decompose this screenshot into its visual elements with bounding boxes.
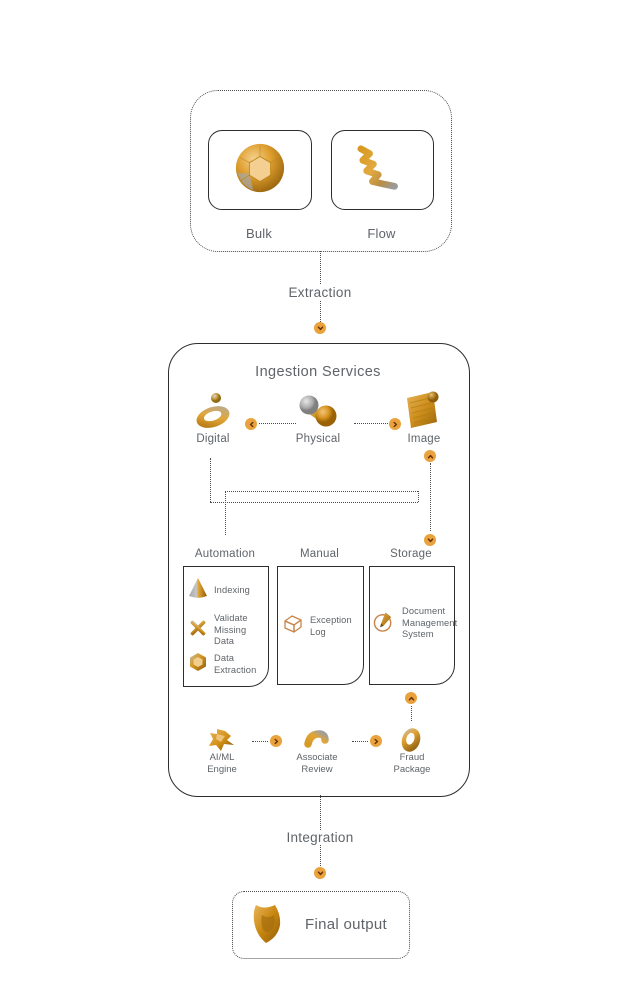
validate-label: Validate Missing Data	[214, 613, 248, 646]
associate-fraud-line	[352, 741, 368, 742]
faceted-sphere-icon	[234, 142, 286, 199]
channel-physical-label: Physical	[295, 433, 341, 445]
hexagon-gem-icon	[188, 652, 208, 677]
automation-down-line	[225, 491, 226, 535]
bulk-card	[208, 130, 312, 210]
arrow-right-icon	[270, 735, 282, 747]
arrow-right-icon	[370, 735, 382, 747]
cross-join-line	[418, 491, 419, 502]
arrow-down-icon	[424, 534, 436, 546]
flow-card	[331, 130, 434, 210]
pencil-circle-icon	[373, 609, 396, 638]
final-output-label: Final output	[305, 916, 387, 933]
integration-label: Integration	[281, 830, 359, 845]
stage-manual-label: Manual	[300, 548, 339, 560]
dms-label: Document Management System	[402, 606, 458, 639]
digital-down-line	[210, 458, 211, 502]
upper-cross-line	[225, 491, 418, 492]
arrow-right-icon	[389, 418, 401, 430]
stage-storage-label: Storage	[390, 548, 432, 560]
data-extraction-item: Data Extraction	[188, 652, 264, 677]
lower-cross-line	[210, 502, 418, 503]
physical-image-line	[354, 423, 388, 424]
exception-log-item: Exception Log	[282, 613, 360, 640]
digital-physical-line	[259, 423, 296, 424]
extraction-label: Extraction	[283, 285, 357, 300]
arrow-down-icon	[314, 867, 326, 879]
crumple-icon	[208, 727, 236, 753]
spheres-icon	[295, 393, 341, 429]
exception-log-label: Exception Log	[310, 615, 352, 637]
associate-review-label: Associate Review	[296, 752, 338, 775]
indexing-item: Indexing	[188, 577, 264, 604]
indexing-label: Indexing	[214, 584, 250, 595]
photo-folder-icon	[402, 389, 442, 429]
manual-box	[277, 566, 364, 685]
channel-digital-label: Digital	[196, 433, 230, 445]
fraud-package-label: Fraud Package	[393, 752, 431, 775]
cube-outline-icon	[282, 613, 304, 640]
image-storage-line	[430, 463, 431, 531]
arrow-up-icon	[405, 692, 417, 704]
ring-icon	[191, 391, 235, 431]
channel-image-label: Image	[407, 433, 441, 445]
arrow-down-icon	[314, 322, 326, 334]
data-extraction-label: Data Extraction	[214, 653, 257, 675]
aiml-engine-label: AI/ML Engine	[207, 752, 237, 775]
ingestion-title: Ingestion Services	[255, 364, 381, 380]
helix-icon	[349, 143, 417, 198]
cross-icon	[188, 618, 208, 643]
arrow-up-icon	[424, 450, 436, 462]
arrow-left-icon	[245, 418, 257, 430]
fraud-storage-line	[411, 706, 412, 721]
validate-item: Validate Missing Data	[188, 613, 266, 648]
donut-icon	[399, 726, 423, 754]
stage-automation-label: Automation	[194, 548, 256, 560]
bulk-label: Bulk	[245, 226, 273, 241]
cone-icon	[188, 577, 208, 604]
flow-label: Flow	[367, 226, 396, 241]
aiml-associate-line	[252, 741, 268, 742]
dms-item: Document Management System	[373, 606, 457, 641]
shield-icon	[250, 901, 288, 947]
elbow-tube-icon	[304, 728, 330, 750]
